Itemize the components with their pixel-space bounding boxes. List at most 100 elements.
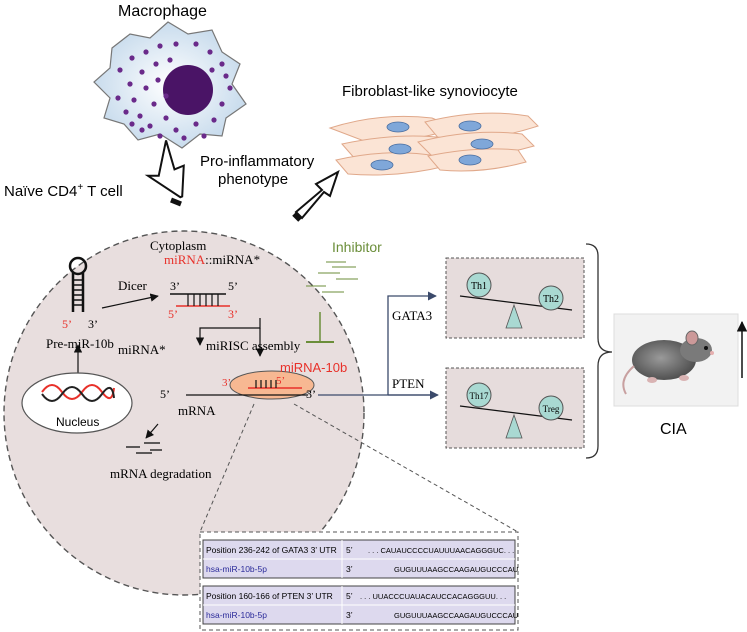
treg-circle bbox=[538, 395, 564, 421]
dna-strand-red bbox=[41, 384, 115, 400]
granule-dot bbox=[143, 85, 149, 91]
mirna-duplex bbox=[170, 293, 230, 307]
granule-dot bbox=[219, 61, 225, 67]
granule-dot bbox=[173, 41, 179, 47]
th1-label: Th1 bbox=[471, 281, 487, 292]
granule-dot bbox=[139, 127, 145, 133]
granule-dot bbox=[223, 73, 229, 79]
th17-label: Th17 bbox=[470, 391, 489, 401]
alignment-pten: Position 160-166 of PTEN 3’ UTR 5’ . . .… bbox=[202, 585, 518, 625]
mrna-degradation-label: mRNA degradation bbox=[110, 466, 212, 481]
pten-mirna-label: hsa-miR-10b-5p bbox=[206, 610, 267, 620]
pro-inflammatory-label-2: phenotype bbox=[218, 171, 288, 188]
arrow-base-1 bbox=[170, 197, 182, 207]
mrna-3prime: 3’ bbox=[306, 387, 316, 401]
gata3-utr-title: Position 236-242 of GATA3 3’ UTR bbox=[206, 545, 337, 555]
inhibitor-lines bbox=[306, 261, 358, 293]
granule-dot bbox=[193, 41, 199, 47]
th2-circle bbox=[538, 285, 564, 311]
balance-fulcrum-1 bbox=[505, 303, 523, 329]
pten-mirna-seq: GUGUUUAAGCCAAGAUGUCCCAU bbox=[394, 611, 518, 620]
pre-mir-3prime: 3’ bbox=[88, 317, 98, 331]
granule-dot bbox=[207, 49, 213, 55]
granule-dot bbox=[129, 55, 135, 61]
granule-dot bbox=[147, 123, 153, 129]
degradation-arrow bbox=[145, 423, 159, 439]
pre-mir-label: Pre-miR-10b bbox=[46, 336, 114, 351]
granule-dot bbox=[193, 121, 199, 127]
treg-label: Treg bbox=[543, 404, 560, 414]
mirna-star-label: miRNA* bbox=[118, 342, 166, 357]
granule-dot bbox=[157, 43, 163, 49]
granule-dot bbox=[157, 133, 163, 139]
granule-dot bbox=[201, 133, 207, 139]
risc-3prime: 3’ bbox=[222, 377, 231, 389]
zoom-line-right bbox=[293, 403, 519, 533]
granule-dot bbox=[139, 69, 145, 75]
granule-dot bbox=[227, 85, 233, 91]
t-cell-cytoplasm bbox=[3, 230, 365, 596]
mirna-star-arrow bbox=[195, 318, 261, 346]
duplex-3prime-bottom: 3’ bbox=[228, 307, 238, 321]
gata3-label: GATA3 bbox=[392, 308, 432, 323]
mrna-5prime: 5’ bbox=[160, 387, 170, 401]
macrophage-granules bbox=[115, 41, 233, 141]
granule-dot bbox=[163, 115, 169, 121]
macrophage bbox=[93, 21, 247, 149]
mrna-fragments bbox=[126, 442, 162, 454]
pten-target-seq: . . . UUACCCUAUACAUCCACAGGGUU. . . bbox=[360, 592, 506, 601]
granule-dot bbox=[163, 93, 169, 99]
granule-dot bbox=[173, 127, 179, 133]
th2-label: Th2 bbox=[543, 294, 559, 305]
gata3-arrow bbox=[387, 291, 437, 395]
granule-dot bbox=[129, 121, 135, 127]
arrow-to-fibroblast bbox=[292, 169, 340, 222]
granule-dot bbox=[117, 67, 123, 73]
th17-circle bbox=[466, 382, 492, 408]
fibroblast-cells bbox=[328, 112, 539, 176]
risc-pairing bbox=[255, 380, 277, 388]
pten-target-end: 5’ bbox=[346, 591, 353, 601]
granule-dot bbox=[123, 109, 129, 115]
pten-utr-title: Position 160-166 of PTEN 3’ UTR bbox=[206, 591, 333, 601]
granule-dot bbox=[153, 61, 159, 67]
gata3-target-seq: . . . CAUAUCCCCUAUUUAACAGGGUC. . . bbox=[368, 546, 514, 555]
mrna-label: mRNA bbox=[178, 403, 216, 418]
pten-mirna-end: 3’ bbox=[346, 610, 353, 620]
granule-dot bbox=[131, 97, 137, 103]
granule-dot bbox=[181, 135, 187, 141]
naive-t-cell-label: Naïve CD4+ T cell bbox=[4, 182, 123, 200]
pro-inflammatory-label-1: Pro-inflammatory bbox=[200, 153, 315, 170]
arrow-to-macrophage bbox=[144, 140, 185, 199]
granule-dot bbox=[211, 117, 217, 123]
nucleus-label: Nucleus bbox=[56, 415, 99, 429]
macrophage-nucleus bbox=[163, 65, 213, 115]
granule-dot bbox=[127, 81, 133, 87]
zoom-line-left bbox=[199, 403, 255, 533]
dicer-arrow bbox=[101, 293, 159, 309]
cytoplasm-label: Cytoplasm bbox=[150, 238, 206, 253]
balance-fulcrum-2 bbox=[505, 413, 523, 439]
cia-label: CIA bbox=[660, 421, 687, 438]
dna-strand-black bbox=[41, 386, 115, 402]
granule-dot bbox=[151, 101, 157, 107]
alignment-gata3: Position 236-242 of GATA3 3’ UTR 5’ . . … bbox=[202, 539, 518, 579]
mouse-image bbox=[622, 330, 714, 395]
mirna-10b-label: miRNA-10b bbox=[280, 360, 347, 375]
pre-mir-hairpin bbox=[68, 256, 88, 312]
nucleus bbox=[21, 372, 133, 434]
fibroblast-label: Fibroblast-like synoviocyte bbox=[342, 83, 518, 100]
duplex-5prime-top: 5’ bbox=[228, 279, 238, 293]
risc-complex bbox=[229, 370, 315, 400]
granule-dot bbox=[143, 49, 149, 55]
duplex-5prime-bottom: 5’ bbox=[168, 307, 178, 321]
pten-label: PTEN bbox=[392, 376, 425, 391]
macrophage-label: Macrophage bbox=[118, 3, 207, 20]
gata3-mirna-end: 3’ bbox=[346, 564, 353, 574]
granule-dot bbox=[155, 77, 161, 83]
duplex-label: miRNA::miRNA* bbox=[164, 252, 260, 267]
inhibitor-label: Inhibitor bbox=[332, 239, 382, 255]
outcome-bracket bbox=[585, 243, 613, 459]
